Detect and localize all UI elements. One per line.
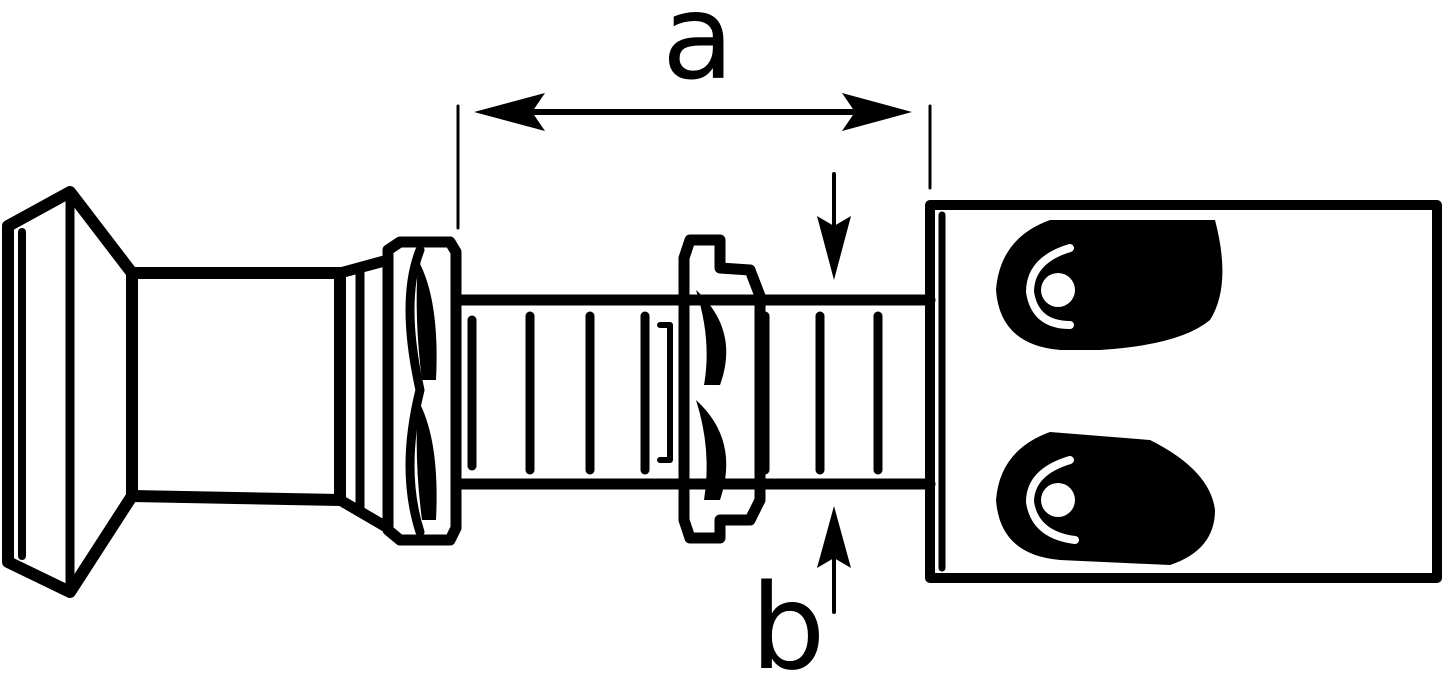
lower-terminal — [996, 432, 1215, 565]
label-a: a — [662, 0, 734, 106]
threaded-shaft — [450, 294, 936, 490]
upper-terminal — [996, 220, 1223, 350]
dimension-a: a — [456, 0, 932, 230]
label-b: b — [751, 558, 826, 683]
dimension-b: b — [751, 172, 851, 683]
arrowhead-b-bottom — [817, 506, 851, 568]
arrowhead-left — [474, 93, 545, 131]
middle-nut — [678, 234, 766, 544]
switch-housing — [925, 200, 1442, 583]
arrowhead-right — [842, 93, 912, 131]
arrowhead-b-top — [817, 216, 851, 280]
knob — [2, 186, 394, 598]
front-nut — [382, 236, 462, 546]
